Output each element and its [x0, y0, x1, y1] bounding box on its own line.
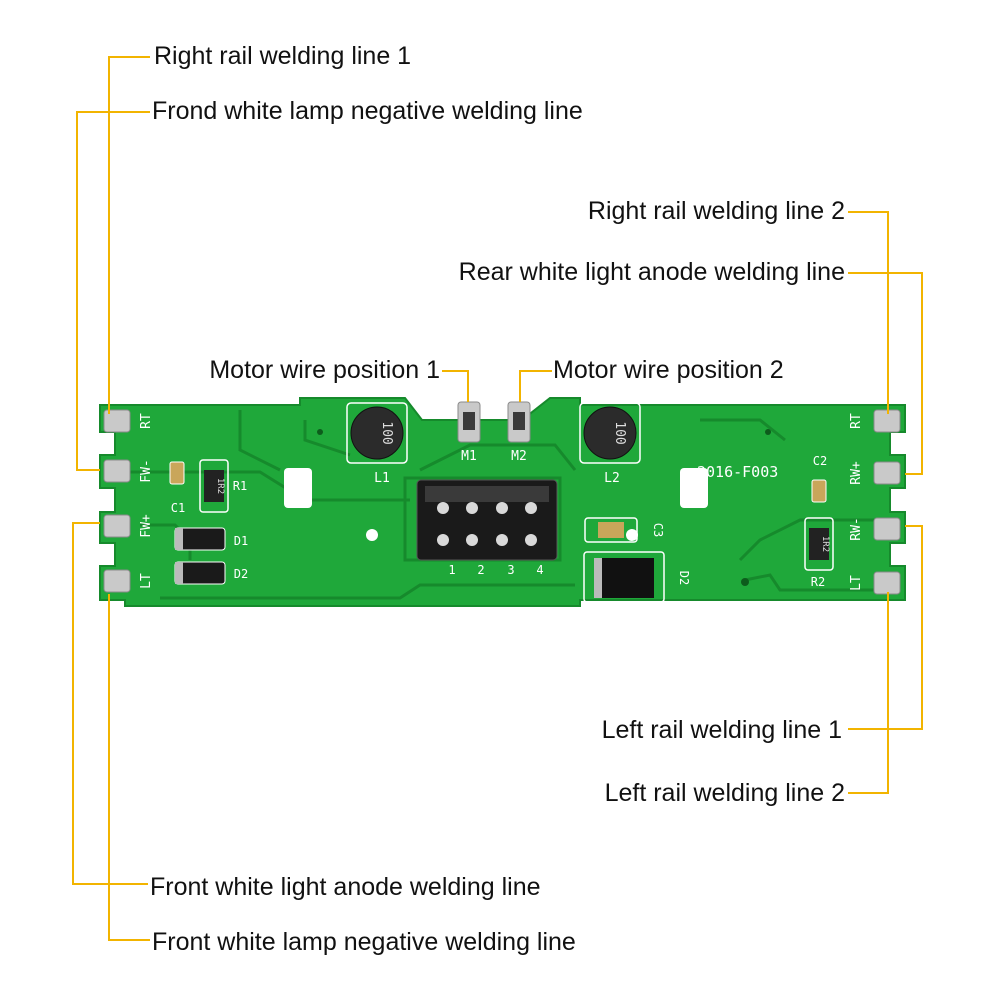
pad-label-right-lt: LT	[849, 575, 864, 591]
leader-front-white-lamp-neg	[108, 594, 150, 941]
connector-pin-4: 4	[536, 563, 543, 577]
pad-label-right-rt: RT	[849, 413, 864, 429]
pin-connector	[416, 479, 558, 561]
label-d1: D1	[234, 534, 248, 548]
callout-motor-position-2: Motor wire position 2	[553, 356, 784, 384]
leader-motor-pos-1	[442, 370, 469, 402]
diode-d1	[174, 527, 226, 551]
connector-pin-3: 3	[507, 563, 514, 577]
callout-rear-white-anode: Rear white light anode welding line	[458, 258, 845, 286]
pad-label-left-rt: RT	[139, 413, 154, 429]
diode-d2-left	[174, 561, 226, 585]
leader-lines	[72, 56, 923, 941]
label-c1: C1	[171, 501, 185, 515]
label-r1: R1	[233, 479, 247, 493]
mounting-holes	[284, 429, 771, 586]
resistor-marking: 1R2	[820, 536, 830, 552]
callout-front-white-anode: Front white light anode welding line	[150, 873, 541, 901]
label-r2: R2	[811, 575, 825, 589]
leader-frond-white-lamp-neg	[76, 111, 150, 471]
label-l2: L2	[604, 471, 620, 486]
leader-left-rail-2	[848, 592, 889, 794]
leader-front-white-anode	[72, 522, 148, 885]
pad-label-right-rw-plus: RW+	[849, 461, 864, 485]
callout-motor-position-1: Motor wire position 1	[209, 356, 440, 384]
inductor-l2: 100	[579, 402, 641, 464]
motor-pad-label-m2: M2	[511, 449, 527, 464]
inductor-l1: 100	[346, 402, 408, 464]
pad-label-right-rw-minus: RW-	[849, 517, 864, 540]
callout-frond-white-lamp-negative: Frond white lamp negative welding line	[152, 97, 583, 125]
left-edge-pads	[103, 409, 131, 593]
pad-label-left-fw-minus: FW-	[139, 459, 154, 482]
callout-right-rail-2: Right rail welding line 2	[587, 197, 845, 225]
label-c3: C3	[651, 523, 665, 537]
resistor-marking: 1R2	[215, 478, 225, 494]
leader-right-rail-1	[108, 56, 150, 414]
callout-right-rail-1: Right rail welding line 1	[154, 42, 412, 70]
resistor-r1: 1R2	[199, 459, 229, 513]
connector-pin-1: 1	[448, 563, 455, 577]
capacitor-c2	[811, 479, 827, 503]
inductor-marking: 100	[379, 421, 394, 444]
capacitor-c3	[584, 517, 638, 543]
motor-pads	[457, 401, 531, 443]
label-d2-left: D2	[234, 567, 248, 581]
connector-pin-2: 2	[477, 563, 484, 577]
board-model-text: 2016-F003	[697, 463, 778, 481]
pad-label-left-fw-plus: FW+	[139, 514, 154, 538]
resistor-r2: 1R2	[804, 517, 834, 571]
leader-motor-pos-2	[519, 370, 552, 402]
label-c2: C2	[813, 454, 827, 468]
callout-left-rail-1: Left rail welding line 1	[601, 716, 842, 744]
diode-d2-right	[583, 551, 665, 603]
label-l1: L1	[374, 471, 390, 486]
callout-front-white-lamp-negative: Front white lamp negative welding line	[152, 928, 576, 956]
leader-left-rail-1	[848, 525, 923, 730]
leader-rear-white-anode	[848, 272, 923, 475]
label-d2-right: D2	[677, 571, 691, 585]
leader-right-rail-2	[848, 211, 889, 414]
inductor-marking: 100	[612, 421, 627, 444]
callout-left-rail-2: Left rail welding line 2	[604, 779, 845, 807]
capacitor-c1	[169, 461, 185, 485]
pad-label-left-lt: LT	[139, 573, 154, 589]
motor-pad-label-m1: M1	[461, 449, 477, 464]
